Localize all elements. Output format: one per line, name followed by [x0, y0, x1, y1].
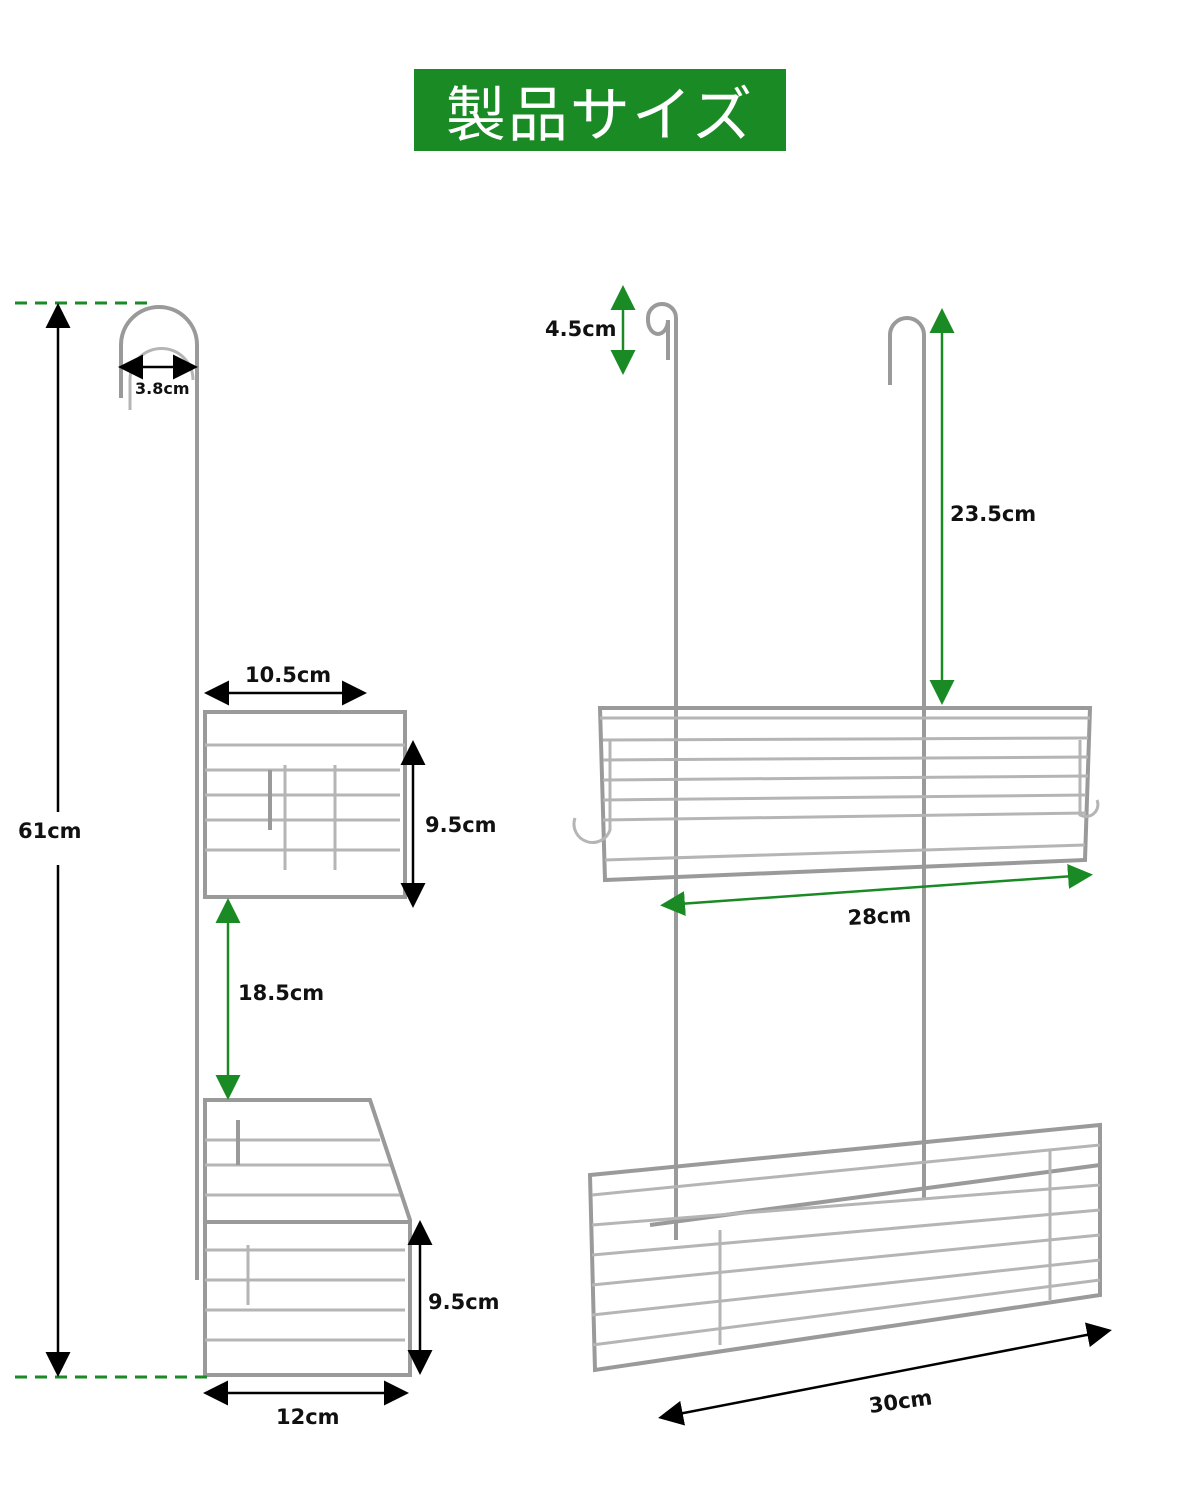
basket-gap-label: 18.5cm [238, 981, 324, 1005]
side-upper-basket [203, 710, 407, 899]
title-banner: 製品サイズ [414, 69, 786, 151]
rod-length-label: 23.5cm [950, 502, 1036, 526]
upper-depth-label: 10.5cm [245, 663, 331, 687]
lower-height-label: 9.5cm [428, 1290, 500, 1314]
side-view-rack [119, 305, 412, 1377]
front-upper-basket [572, 706, 1100, 883]
front-lower-basket [587, 1122, 1102, 1373]
total-height-label: 61cm [18, 819, 82, 843]
side-lower-basket [203, 1098, 412, 1377]
hook-width-label: 3.8cm [135, 379, 190, 398]
lower-width-label: 30cm [867, 1385, 933, 1418]
front-view-rack [572, 302, 1102, 1373]
lower-width-arrow [658, 1322, 1112, 1426]
upper-height-label: 9.5cm [425, 813, 497, 837]
hook-height-label: 4.5cm [545, 317, 617, 341]
lower-depth-label: 12cm [276, 1405, 340, 1429]
upper-width-arrow [660, 863, 1093, 917]
upper-width-label: 28cm [847, 903, 912, 930]
